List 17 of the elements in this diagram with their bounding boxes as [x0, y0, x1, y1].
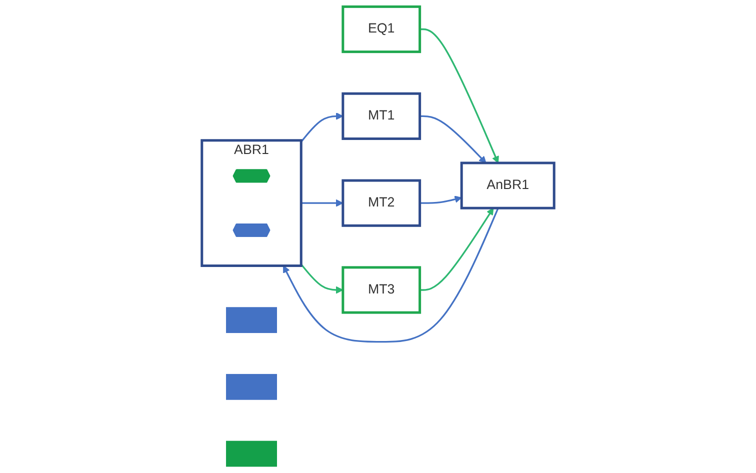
arrow	[300, 112, 344, 142]
arrow	[420, 208, 494, 291]
arrow	[420, 28, 499, 164]
node-box: AnBR1	[460, 162, 556, 210]
arrow	[301, 199, 344, 207]
node-box: EQ1	[342, 5, 422, 54]
node-bar	[226, 374, 277, 400]
arrow	[283, 208, 499, 343]
node-box: MT1	[342, 92, 422, 140]
node-box: MT2	[342, 179, 422, 227]
arrow	[420, 196, 462, 204]
cluster: ABR1	[200, 139, 302, 267]
node-box: MT3	[342, 266, 422, 314]
arrow	[300, 264, 344, 294]
node-bar	[226, 307, 277, 334]
arrow	[420, 115, 486, 164]
node-bar	[226, 440, 277, 467]
